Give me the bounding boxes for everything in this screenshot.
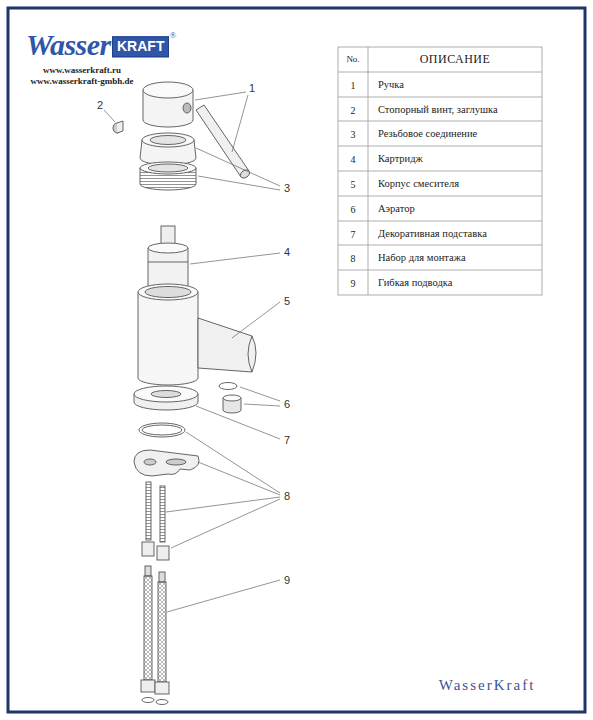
website-url: www.wasserkraft.ru	[43, 66, 121, 76]
plate-slot	[166, 459, 186, 465]
table-number-cell: 6	[351, 203, 356, 214]
mixer-body	[138, 292, 198, 385]
leader-line	[195, 92, 248, 152]
leader-line	[240, 387, 280, 406]
callout-number: 6	[283, 398, 291, 410]
flexible-hose	[144, 576, 152, 680]
table-description-cell: Набор для монтажа	[378, 252, 466, 264]
decorative-base-top	[134, 386, 198, 402]
table-number-cell: 9	[351, 277, 356, 288]
table-number-cell: 7	[351, 228, 356, 239]
mounting-nut	[142, 542, 154, 556]
registered-mark: ®	[170, 31, 177, 41]
decorative-base-hole	[151, 391, 181, 398]
table-row-line	[338, 196, 542, 197]
mixer-body-top	[138, 284, 198, 300]
callout-number: 3	[283, 182, 291, 194]
spout-end	[248, 336, 252, 372]
callout-number: 8	[283, 490, 291, 502]
mounting-nut	[157, 546, 169, 560]
frame-border	[8, 8, 585, 712]
hose-nut	[155, 682, 169, 694]
callout-number: 2	[96, 99, 104, 111]
leader-line	[232, 302, 280, 338]
callout-number: 7	[283, 434, 291, 446]
callout-number: 4	[283, 246, 291, 258]
plate-hole	[144, 459, 156, 465]
table-outline	[338, 47, 542, 295]
hose-nut	[141, 680, 155, 692]
leader-line	[104, 110, 115, 122]
mixer-body-bore	[145, 287, 191, 298]
table-row-line	[338, 171, 542, 172]
table-row-line	[338, 245, 542, 246]
hose-washer	[142, 698, 154, 703]
table-row-line	[338, 270, 542, 271]
set-screw-body	[117, 121, 123, 133]
flexible-hose	[158, 582, 166, 682]
website-url: www.wasserkraft-gmbh.de	[31, 77, 134, 87]
parts-table-grid	[338, 47, 542, 295]
threaded-nut-hole	[148, 164, 188, 172]
o-ring	[139, 423, 185, 437]
table-number-cell: 4	[351, 153, 356, 164]
leader-lines	[104, 92, 280, 612]
hose-washer	[156, 700, 168, 705]
cover-ring-top	[142, 133, 194, 147]
table-description-cell: Ручка	[378, 79, 404, 91]
table-number-cell: 1	[351, 79, 356, 90]
hose-fitting	[159, 572, 165, 582]
threaded-stud	[146, 482, 151, 540]
table-description-cell: Аэратор	[378, 203, 415, 215]
handle-top	[143, 82, 193, 98]
cover-ring-hole	[150, 136, 186, 145]
cartridge-ring	[148, 262, 188, 263]
leader-line	[167, 580, 280, 612]
table-row-line	[338, 72, 542, 73]
table-row-line	[338, 221, 542, 222]
table-description-cell: Декоративная подставка	[378, 228, 487, 240]
table-description-cell: Картридж	[378, 153, 423, 165]
logo-badge: KRAFT	[112, 36, 169, 57]
handle-hole	[183, 103, 191, 113]
leader-line	[196, 406, 280, 439]
aerator-top	[223, 395, 241, 401]
callout-number: 9	[283, 574, 291, 586]
cartridge-top	[148, 243, 188, 253]
leader-line	[166, 432, 280, 548]
table-description-cell: Гибкая подводка	[378, 277, 452, 289]
handle-lever	[196, 105, 249, 177]
table-row-line	[338, 97, 542, 98]
table-row-line	[338, 121, 542, 122]
o-ring-inner	[142, 425, 182, 435]
table-header: ОПИСАНИЕ	[420, 53, 491, 66]
leader-line	[196, 148, 280, 190]
leader-line	[190, 253, 280, 264]
callout-number: 5	[283, 295, 291, 307]
logo-wordmark: Wasser	[26, 28, 111, 61]
table-description-cell: Резьбовое соединение	[378, 128, 477, 140]
table-number-cell: 5	[351, 178, 356, 189]
threaded-nut-top	[140, 162, 196, 174]
mounting-plate	[134, 450, 199, 476]
footer-brand: WasserKraft	[439, 677, 536, 694]
table-number-cell: 3	[351, 128, 356, 139]
callout-number: 1	[248, 82, 256, 94]
hose-fitting	[145, 566, 151, 576]
table-number-cell: 8	[351, 252, 356, 263]
table-description-cell: Стопорный винт, заглушка	[378, 104, 498, 116]
table-description-cell: Корпус смесителя	[378, 178, 459, 190]
threaded-stud	[160, 486, 165, 542]
table-row-line	[338, 146, 542, 147]
table-number-cell: 2	[351, 104, 356, 115]
aerator-gasket	[219, 383, 237, 390]
table-header: No.	[346, 55, 359, 65]
